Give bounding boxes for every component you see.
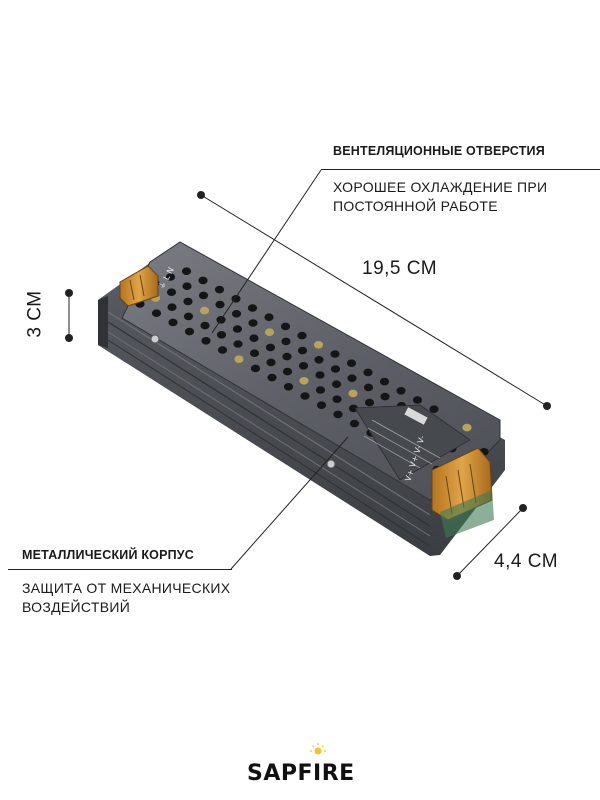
vent-hole	[183, 312, 194, 321]
vent-hole	[151, 309, 162, 318]
vent-hole	[248, 319, 258, 327]
vent-hole	[201, 337, 211, 345]
vent-hole	[167, 303, 177, 312]
vent-hole	[265, 343, 276, 352]
ventilation-holes	[135, 267, 489, 477]
vent-hole	[315, 371, 325, 379]
vent-hole	[198, 276, 208, 285]
vent-hole	[331, 380, 342, 389]
vent-hole	[396, 387, 406, 395]
vent-hole	[216, 331, 227, 339]
length-dimension	[197, 191, 551, 410]
vent-hole	[363, 383, 374, 392]
vent-hole	[333, 410, 343, 419]
vent-hole	[348, 404, 359, 413]
width-dimension	[453, 504, 527, 580]
vent-hole	[231, 310, 242, 318]
vent-hole	[184, 327, 195, 336]
vent-hole	[182, 282, 192, 291]
vent-hole	[280, 322, 291, 331]
vent-hole	[264, 313, 274, 322]
vent-hole	[348, 389, 358, 398]
vent-hole	[330, 365, 341, 373]
vent-hole	[217, 346, 228, 354]
vent-hole	[412, 396, 423, 404]
vent-hole	[316, 401, 327, 410]
brand-logo: SAPFIRE	[247, 761, 355, 786]
vent-hole	[168, 318, 178, 327]
vent-hole	[379, 377, 390, 386]
vent-hole	[364, 398, 375, 407]
vent-hole	[429, 405, 439, 414]
vent-callout-rule	[321, 169, 600, 170]
vent-hole	[264, 328, 275, 337]
vent-hole	[247, 304, 258, 312]
vent-hole	[363, 368, 373, 377]
vent-hole	[250, 364, 261, 373]
vent-hole	[297, 331, 307, 340]
vent-hole	[313, 341, 324, 349]
vent-hole	[380, 392, 390, 401]
vent-callout-line1: ХОРОШЕЕ ОХЛАЖДЕНИЕ ПРИ	[333, 179, 548, 195]
vent-hole	[249, 334, 259, 343]
output-terminal-block	[431, 447, 494, 538]
height-dimension	[65, 289, 73, 342]
vent-hole	[282, 352, 292, 361]
vent-hole	[183, 297, 193, 306]
vent-hole	[283, 383, 294, 391]
height-label: 3 СМ	[24, 290, 46, 338]
vent-hole	[330, 350, 340, 358]
housing-callout-rule	[8, 569, 232, 570]
housing-callout-line2: ВОЗДЕЙСТВИЙ	[22, 599, 131, 615]
vent-hole	[347, 374, 357, 383]
housing-callout-leader	[230, 436, 349, 570]
vent-hole	[462, 423, 472, 432]
vent-hole	[281, 337, 291, 346]
vent-hole	[297, 346, 308, 355]
vent-hole	[200, 321, 210, 330]
vent-hole	[198, 291, 209, 300]
vent-hole	[249, 349, 260, 358]
vent-hole	[233, 340, 243, 348]
vent-callout-title: ВЕНТЕЛЯЦИОННЫЕ ОТВЕРСТИЯ	[333, 144, 545, 158]
vent-callout-leader	[211, 169, 322, 334]
vent-hole	[266, 358, 276, 367]
vent-hole	[300, 392, 310, 400]
length-label: 19,5 СМ	[362, 258, 438, 279]
vent-hole	[299, 377, 309, 385]
input-terminal-block	[119, 265, 159, 307]
vent-hole	[282, 367, 293, 376]
vent-hole	[214, 285, 225, 294]
vent-hole	[349, 419, 360, 428]
housing-callout-title: МЕТАЛЛИЧЕСКИЙ КОРПУС	[22, 548, 194, 562]
vent-hole	[267, 373, 277, 382]
vent-hole	[165, 273, 176, 281]
vent-hole	[166, 288, 177, 297]
vent-hole	[215, 300, 225, 309]
housing-callout-line1: ЗАЩИТА ОТ МЕХАНИЧЕСКИХ	[22, 580, 231, 596]
vent-hole	[234, 355, 244, 364]
width-label: 4,4 СМ	[494, 551, 559, 572]
vent-hole	[181, 267, 192, 276]
vent-hole	[199, 306, 210, 315]
vent-hole	[346, 359, 357, 368]
sun-icon	[310, 743, 326, 755]
vent-hole	[298, 362, 309, 370]
vent-callout-line2: ПОСТОЯННОЙ РАБОТЕ	[333, 198, 498, 214]
vent-hole	[315, 386, 326, 394]
vent-hole	[232, 325, 243, 333]
spec-label	[354, 404, 471, 481]
vent-hole	[314, 356, 324, 364]
vent-hole	[332, 395, 342, 404]
